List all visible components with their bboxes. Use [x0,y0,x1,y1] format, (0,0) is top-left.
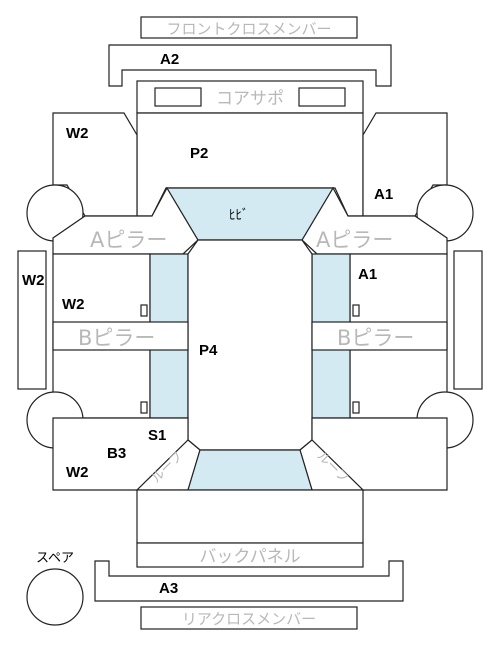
front-cross-member-label: フロントクロスメンバー [166,20,331,38]
door-handle-front-left [140,304,148,317]
a3-rear-member[interactable] [94,560,404,602]
part-b3: B3 [107,445,126,462]
part-a1-front-right: A1 [374,186,393,203]
headlight-left [154,87,202,107]
part-a2: A2 [160,51,179,68]
part-w2-rear-left: W2 [66,464,89,481]
b-pillar-right[interactable] [311,321,448,351]
part-w2-outer-left: W2 [22,272,45,289]
part-w2-left-door: W2 [62,296,85,313]
spare-label: スペア [36,551,74,566]
door-handle-rear-right [352,401,360,414]
part-a1-right-door: A1 [358,266,377,283]
left-outer-sill[interactable] [17,250,47,390]
a-pillar-right-label: Aピラー [316,228,393,252]
a-pillar-left-label: Aピラー [90,228,167,252]
part-a3: A3 [159,580,178,597]
headlight-right [298,87,346,107]
part-p2: P2 [190,145,208,162]
b-pillar-left-label: Bピラー [78,326,155,350]
part-s1: S1 [148,427,166,444]
rear-cross-member-label: リアクロスメンバー [182,610,316,628]
core-support-label: コアサポ [216,89,284,109]
b-pillar-right-label: Bピラー [337,326,414,350]
trunk-lid[interactable] [136,489,364,544]
a-pillar-left[interactable] [52,186,199,255]
back-panel[interactable] [136,542,364,568]
door-handle-rear-left [140,401,148,414]
spare-tire[interactable] [26,568,84,626]
a2-front-member[interactable] [108,44,392,87]
part-w2-front-left: W2 [66,125,89,142]
windshield-label: ﾋﾋﾞ [229,208,249,223]
back-panel-label: バックパネル [199,547,300,567]
right-rear-quarter[interactable] [311,417,448,491]
right-outer-sill[interactable] [453,250,483,390]
front-cross-member-panel[interactable] [140,16,358,39]
part-p4: P4 [199,342,218,359]
rear-window[interactable] [187,449,313,491]
door-handle-front-right [352,304,360,317]
rear-cross-member-panel[interactable] [140,606,358,630]
b-pillar-left[interactable] [52,321,189,351]
